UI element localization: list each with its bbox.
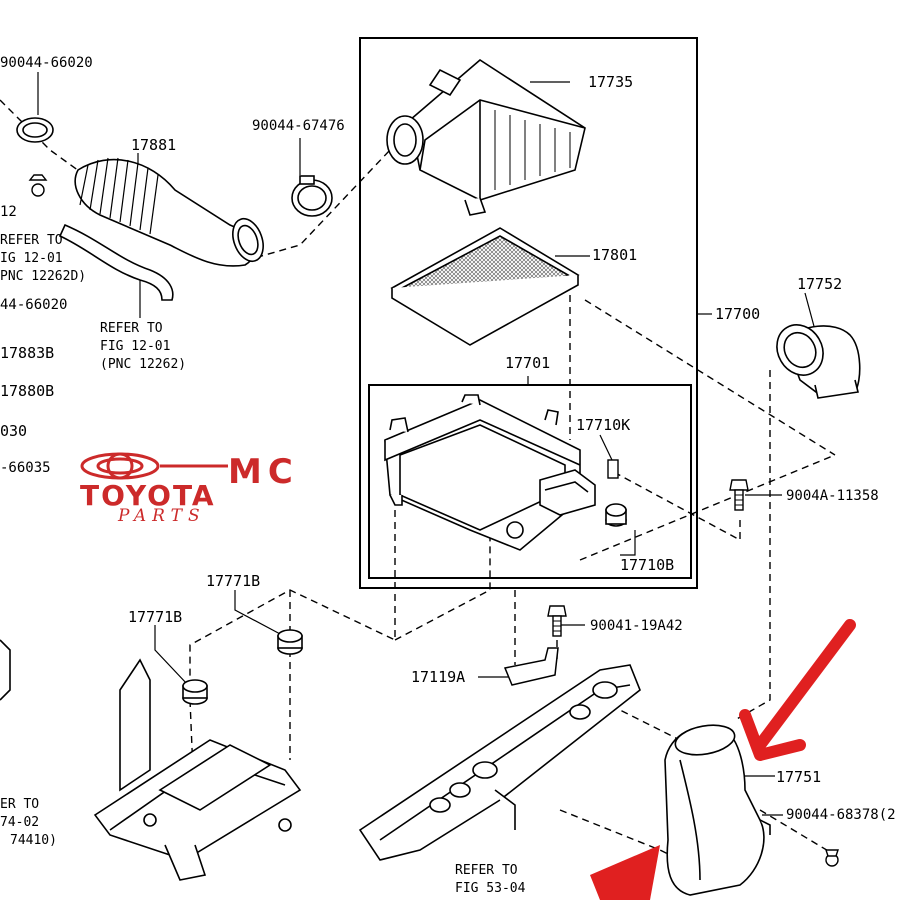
label-17752: 17752	[797, 275, 843, 293]
ref-note-left-bottom: ER TO 74-02 74410)	[0, 796, 57, 850]
label-17710b: 17710B	[620, 556, 675, 574]
label-17801: 17801	[592, 246, 638, 264]
label-90044-66020: 90044-66020	[0, 55, 93, 71]
grommet-17771b-right	[277, 629, 303, 655]
bolt-9004a-11358	[729, 479, 749, 511]
air-filter-element-17801	[390, 227, 580, 346]
label-17751: 17751	[776, 768, 822, 786]
label-90044-67476: 90044-67476	[252, 118, 345, 134]
air-duct-17751	[664, 724, 771, 896]
partial-part-left	[0, 639, 11, 701]
grommet-17771b-left	[182, 679, 208, 705]
ref-note-left-mid: REFER TO FIG 12-01 (PNC 12262)	[100, 320, 186, 374]
case-frame-17701	[368, 384, 692, 579]
intake-elbow-17752	[776, 324, 861, 399]
label-90044-68378: 90044-68378(2	[786, 807, 896, 823]
ref-note-line: REFER TO	[0, 233, 63, 248]
ref-note-line: PNC 12262D)	[0, 269, 87, 284]
hose-clamp-top-left	[16, 117, 54, 143]
cross-member	[358, 664, 641, 861]
red-arrowhead-bottom	[590, 845, 660, 900]
label-17771b-top: 17771B	[206, 572, 261, 590]
vent-tube	[58, 223, 174, 301]
screw-90044-68378	[825, 849, 839, 867]
lower-bracket	[93, 658, 302, 881]
red-arrow-annotation	[739, 619, 856, 761]
label-17710k: 17710K	[576, 416, 631, 434]
ref-note-bottom-mid: REFER TO FIG 53-04	[455, 862, 525, 898]
mc-toyota-parts-logo: MC TOYOTA PARTS	[78, 452, 328, 532]
assembly-frame-17700	[359, 37, 698, 589]
label-17119a: 17119A	[411, 668, 466, 686]
clip-left	[28, 174, 48, 197]
label-17883b: 17883B	[0, 344, 55, 362]
ref-note-left-top: REFER TO IG 12-01 PNC 12262D)	[0, 232, 86, 286]
ref-note-line: 74-02	[0, 815, 40, 830]
label-44-66020: 44-66020	[0, 297, 68, 313]
ref-note-line: REFER TO	[100, 321, 163, 336]
ref-note-line: ER TO	[0, 797, 40, 812]
label-66035: -66035	[0, 460, 51, 476]
label-17735: 17735	[588, 73, 634, 91]
bolt-90041-19a42	[547, 605, 567, 637]
logo-mc-text: MC	[228, 452, 299, 492]
ref-note-line: IG 12-01	[0, 251, 63, 266]
air-cleaner-cap-17735	[386, 59, 586, 216]
intake-hose-17881	[74, 157, 264, 267]
label-030: 030	[0, 422, 28, 440]
air-cleaner-case-17701	[384, 394, 596, 551]
ref-note-line: FIG 12-01	[100, 339, 171, 354]
logo-parts-text: PARTS	[118, 506, 206, 526]
label-17881: 17881	[131, 136, 177, 154]
hose-clamp-middle	[291, 175, 333, 217]
label-9004a-11358: 9004A-11358	[786, 488, 879, 504]
ref-note-line: (PNC 12262)	[100, 357, 187, 372]
label-17880b: 17880B	[0, 382, 55, 400]
ref-note-line: REFER TO	[455, 863, 518, 878]
label-17701: 17701	[505, 354, 551, 372]
logo-toyota-text: TOYOTA	[80, 479, 216, 512]
clip-17710k	[607, 459, 619, 479]
toyota-emblem-icon	[80, 452, 160, 480]
label-17771b-left: 17771B	[128, 608, 183, 626]
bracket-17119a	[503, 647, 559, 686]
ref-note-line: 74410)	[10, 833, 57, 848]
label-90041-19a42: 90041-19A42	[590, 618, 683, 634]
grommet-17710b	[605, 503, 627, 527]
label-17700: 17700	[715, 305, 761, 323]
ref-note-line: FIG 53-04	[455, 881, 526, 896]
label-12: 12	[0, 204, 17, 220]
